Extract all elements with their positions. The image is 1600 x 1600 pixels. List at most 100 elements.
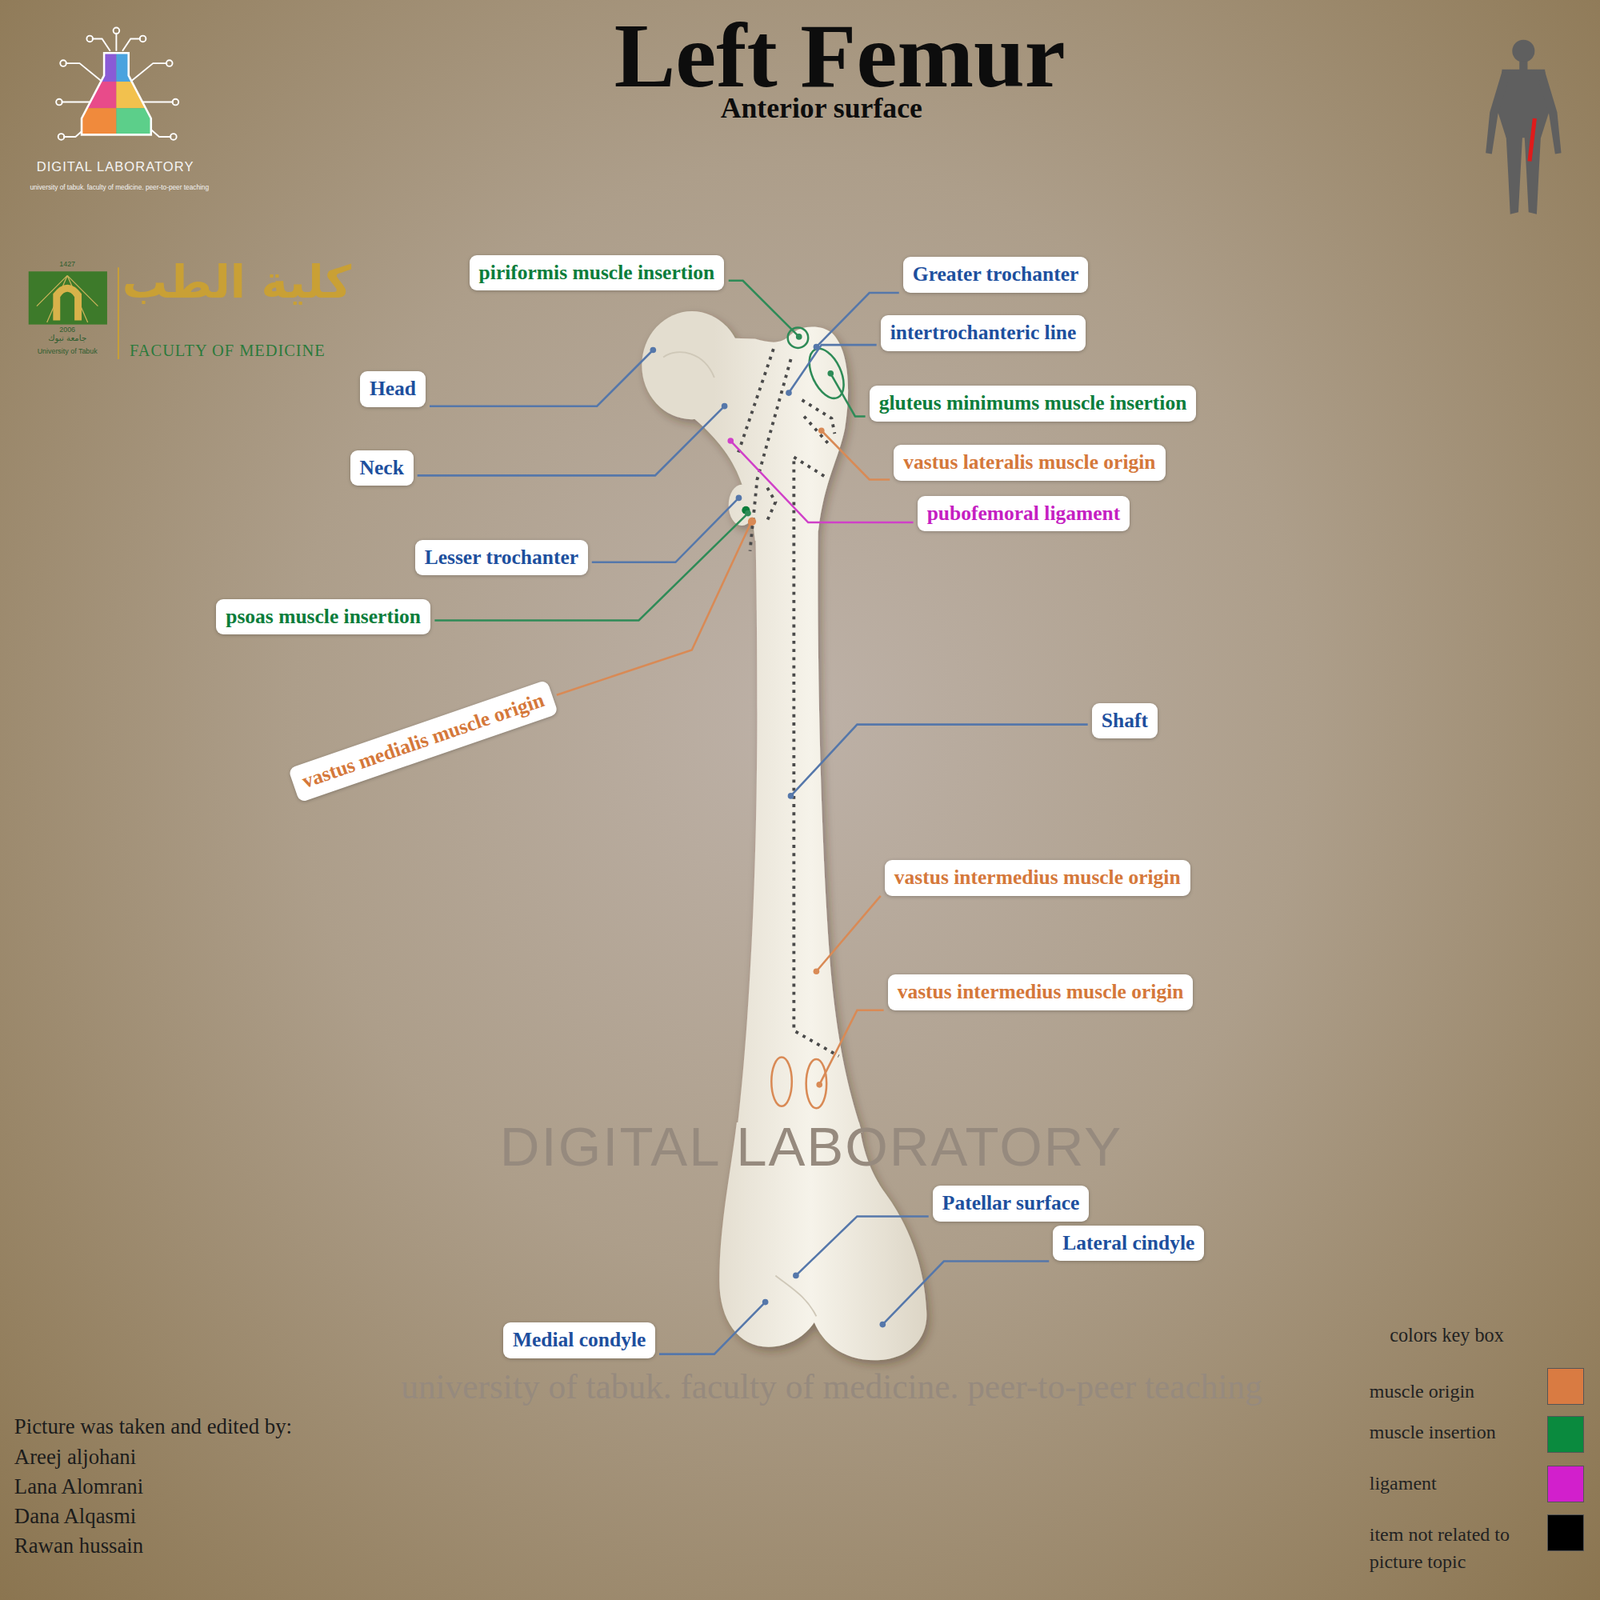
legend-swatch — [1547, 1416, 1584, 1453]
watermark: university of tabuk. faculty of medicine… — [400, 1365, 1263, 1408]
label-text: Neck — [360, 456, 404, 481]
leader-path — [796, 1216, 929, 1276]
puzzle-piece — [79, 51, 116, 82]
leader-line — [659, 1299, 768, 1355]
femur-bone — [641, 311, 927, 1360]
legend-label: item not related to picture topic — [1369, 1520, 1533, 1577]
leader-line — [816, 1010, 884, 1088]
leader-path — [816, 896, 880, 972]
leader-dot — [650, 347, 657, 354]
flask-outline — [81, 52, 152, 135]
label-text: Lateral cindyle — [1062, 1231, 1195, 1256]
credit-name: Areej aljohani — [14, 1444, 136, 1470]
circuit-node — [170, 133, 177, 140]
leader-dot — [736, 495, 743, 502]
leader-path — [821, 430, 890, 480]
callout-label: Medial condyle — [503, 1322, 656, 1359]
crest-field — [28, 271, 108, 324]
flask-puzzle — [79, 51, 153, 137]
leader-dot — [762, 1299, 769, 1306]
femur-highlight — [1529, 118, 1535, 162]
callout-label: vastus intermedius muscle origin — [888, 974, 1194, 1011]
legend-label: muscle insertion — [1369, 1418, 1533, 1447]
leader-path — [730, 440, 913, 523]
callout-label: pubofemoral ligament — [917, 496, 1131, 532]
label-text: Shaft — [1101, 708, 1148, 734]
label-text: vastus medialis muscle origin — [299, 688, 548, 794]
callout-label: vastus medialis muscle origin — [288, 679, 559, 803]
university-crest — [28, 267, 119, 360]
label-text: vastus lateralis muscle origin — [903, 450, 1156, 476]
origin-dot — [748, 517, 756, 526]
dotted-line — [736, 348, 774, 457]
figure-arm — [1538, 71, 1561, 154]
legend-heading: colors key box — [1389, 1323, 1504, 1347]
crest-year: 1427 — [59, 260, 76, 269]
faculty-name: كلية الطب — [122, 255, 352, 309]
circuit-trace — [140, 101, 174, 104]
circuit-trace — [65, 63, 103, 82]
leader-dot — [788, 792, 795, 800]
leader-path — [417, 406, 725, 476]
leader-line — [788, 724, 1088, 800]
label-text: Greater trochanter — [912, 262, 1079, 288]
subtitle: Anterior surface — [720, 93, 923, 124]
callout-label: Neck — [350, 450, 414, 487]
crest-rays — [36, 275, 99, 323]
figure-leg — [1506, 136, 1523, 215]
leader-dot — [827, 370, 834, 377]
crest-year: 2006 — [59, 325, 76, 335]
dotted-line — [793, 456, 827, 478]
leader-path — [882, 1261, 1049, 1325]
head-fovea-line — [663, 352, 715, 378]
label-text: piriformis muscle insertion — [479, 260, 716, 286]
legend-label: muscle origin — [1369, 1377, 1533, 1406]
university-name: University of Tabuk — [37, 347, 98, 356]
leader-line — [827, 370, 865, 416]
leader-line — [417, 403, 728, 476]
circuit-trace — [122, 38, 141, 51]
university-name: جامعة تبوك — [48, 333, 87, 344]
logo-tagline: university of tabuk. faculty of medicine… — [29, 184, 209, 192]
label-text: Medial condyle — [512, 1328, 646, 1353]
leader-path — [659, 1302, 766, 1355]
circuit-trace — [92, 38, 111, 51]
dotted-line — [767, 488, 776, 521]
callout-label: psoas muscle insertion — [216, 599, 431, 636]
label-text: psoas muscle insertion — [225, 604, 421, 630]
lab-logo — [56, 27, 179, 140]
puzzle-piece — [116, 51, 153, 82]
leader-line — [785, 344, 877, 396]
label-text: intertrochanteric line — [890, 320, 1077, 346]
watermark: DIGITAL LABORATORY — [500, 1114, 1123, 1181]
origin-marker — [771, 1056, 792, 1106]
circuit-trace — [130, 63, 168, 82]
leader-line — [879, 1261, 1049, 1328]
figure-head — [1512, 40, 1535, 63]
leader-dot — [796, 333, 803, 340]
leader-dot — [879, 1321, 886, 1328]
circuit-node — [60, 60, 67, 67]
label-text: Patellar surface — [942, 1191, 1080, 1216]
leader-dot — [727, 437, 734, 444]
callout-label: Head — [360, 371, 426, 408]
logo-divider — [117, 267, 120, 360]
callout-label: Greater trochanter — [903, 256, 1088, 293]
leader-line — [728, 280, 803, 340]
leader-path — [788, 344, 877, 393]
circuit-node — [140, 36, 147, 43]
credit-name: Lana Alomrani — [14, 1473, 144, 1500]
credit-text: Picture was taken and edited by: — [14, 1413, 292, 1440]
dotted-attachment-lines — [736, 348, 840, 1056]
leader-line — [813, 896, 881, 975]
legend-swatch — [1547, 1465, 1584, 1503]
leader-dot — [816, 1081, 823, 1088]
figure-neck — [1519, 61, 1528, 71]
credit-name: Rawan hussain — [14, 1532, 144, 1559]
callout-label: Shaft — [1092, 703, 1158, 740]
crest-gate — [52, 284, 82, 321]
